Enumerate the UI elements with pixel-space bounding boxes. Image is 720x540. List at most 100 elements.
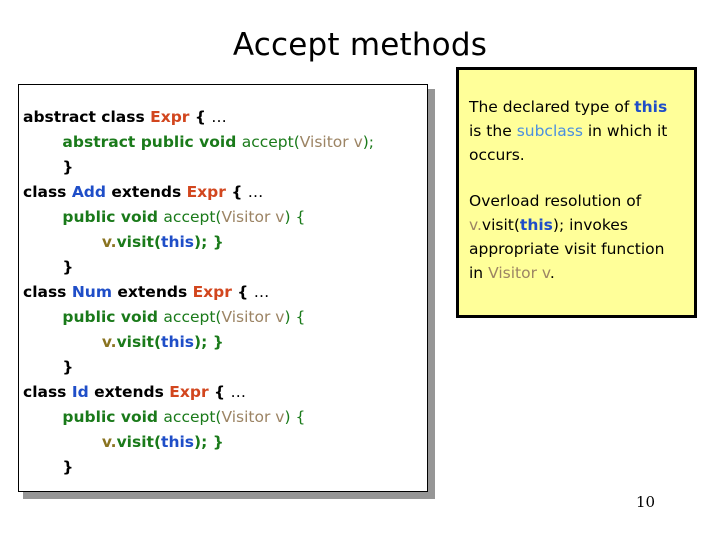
note-token: v. [469,216,482,234]
code-token: Expr [192,283,232,301]
code-line: class Num extends Expr { … [23,280,423,305]
code-token: Id [71,383,89,401]
note-paragraph: The declared type of this is the subclas… [469,95,682,167]
code-token: Visitor v [299,133,363,151]
code-line: v.visit(this); } [23,230,423,255]
code-token: visit( [116,333,162,351]
code-token: Num [71,283,112,301]
code-token: ( [215,308,222,326]
code-line: v.visit(this); } [23,330,423,355]
code-line: } [23,355,423,380]
code-line: public void accept(Visitor v) { [23,205,423,230]
code-token: } [62,358,74,376]
code-token: … [211,108,227,126]
code-token: } [62,158,74,176]
code-line: public void accept(Visitor v) { [23,405,423,430]
code-token: extends [88,383,170,401]
code-indent [23,133,62,151]
note-token: The declared type of [469,98,635,116]
code-token: abstract class [23,108,151,126]
code-indent [23,258,62,276]
code-indent [23,458,62,476]
note-token: visit( [481,216,520,234]
code-line: abstract class Expr { … [23,105,423,130]
note-token: this [519,216,553,234]
note-token: Visitor v [488,264,550,282]
code-line: class Add extends Expr { … [23,180,423,205]
note-callout-body: The declared type of this is the subclas… [459,70,694,285]
note-callout: The declared type of this is the subclas… [456,67,697,318]
note-token: this [634,98,668,116]
code-token: { [225,183,248,201]
code-token: Expr [150,108,190,126]
code-token: Add [71,183,106,201]
code-token: accept [163,208,216,226]
code-token: ( [215,408,222,426]
code-line: abstract public void accept(Visitor v); [23,130,423,155]
code-token: visit( [116,233,162,251]
page-title: Accept methods [232,27,488,63]
code-token: ); } [194,333,224,351]
code-line: v.visit(this); } [23,430,423,455]
code-token: class [23,383,72,401]
code-token: { [189,108,212,126]
code-token: } [62,258,74,276]
code-token: extends [111,283,193,301]
code-token: public void [62,208,164,226]
code-indent [23,233,102,251]
note-token: . [549,264,555,282]
code-token: accept [241,133,294,151]
code-indent [23,333,102,351]
code-token: { [231,283,254,301]
code-token: Visitor v [221,208,285,226]
code-token: accept [163,408,216,426]
code-token: v. [101,333,117,351]
code-token: public void [62,408,164,426]
note-paragraph: Overload resolution of v.visit(this); in… [469,189,682,285]
code-token: class [23,283,72,301]
code-token: … [230,383,246,401]
code-token: ( [215,208,222,226]
code-token: ); } [194,233,224,251]
code-line: } [23,255,423,280]
code-indent [23,408,62,426]
code-token: } [62,458,74,476]
code-token: this [161,433,195,451]
code-token: … [247,183,264,201]
code-token: Visitor v [221,308,285,326]
page-number: 10 [636,493,656,511]
code-token: … [253,283,270,301]
code-token: this [161,233,195,251]
code-token: abstract public void [62,133,242,151]
code-token: ); } [194,433,224,451]
code-token: accept [163,308,216,326]
note-token: is the [469,122,517,140]
note-token: in which it occurs. [469,122,668,164]
code-token: ) { [284,408,306,426]
code-token: Expr [169,383,209,401]
code-token: class [23,183,72,201]
code-panel-body: abstract class Expr { … abstract public … [18,84,428,492]
code-token: Expr [186,183,226,201]
code-indent [23,208,62,226]
code-token: ); [362,133,375,151]
code-line: public void accept(Visitor v) { [23,305,423,330]
note-token: subclass [516,122,583,140]
code-token: { [208,383,231,401]
code-token: v. [101,433,117,451]
code-token: visit( [116,433,162,451]
code-token: Visitor v [221,408,285,426]
code-token: public void [62,308,164,326]
code-line: class Id extends Expr { … [23,380,423,405]
code-token: extends [106,183,187,201]
note-token: ); [552,216,565,234]
note-token: invokes appropriate visit function in [469,216,665,282]
code-token: ) { [284,308,306,326]
code-panel: abstract class Expr { … abstract public … [18,84,435,499]
code-indent [23,433,102,451]
code-indent [23,158,62,176]
code-token: ) { [284,208,306,226]
code-line: } [23,455,423,480]
code-listing: abstract class Expr { … abstract public … [19,85,427,480]
code-token: v. [101,233,117,251]
